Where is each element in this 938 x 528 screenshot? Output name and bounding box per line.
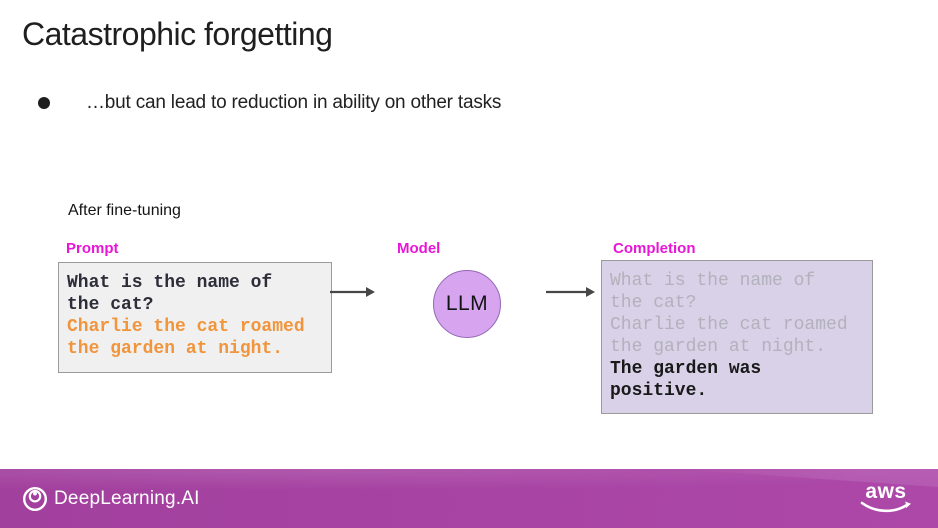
prompt-line: What is the name of	[67, 273, 273, 293]
prompt-line: Charlie the cat roamed	[67, 317, 305, 337]
page-title: Catastrophic forgetting	[22, 16, 333, 52]
llm-model-node: LLM	[433, 270, 501, 338]
footer-bar: DeepLearning.AI aws	[0, 469, 938, 528]
prompt-box: What is the name of the cat? Charlie the…	[58, 262, 332, 373]
aws-wordmark: aws	[865, 480, 907, 503]
completion-line: positive.	[610, 381, 708, 401]
model-column-label: Model	[397, 240, 441, 257]
completion-line: Charlie the cat roamed	[610, 315, 848, 335]
completion-line: the garden at night.	[610, 337, 827, 357]
completion-line: What is the name of	[610, 271, 816, 291]
prompt-column-label: Prompt	[66, 240, 119, 257]
stage-label: After fine-tuning	[68, 202, 181, 219]
aws-smile-icon	[860, 501, 911, 513]
deeplearning-rings-icon	[22, 486, 48, 511]
completion-line: the cat?	[610, 293, 697, 313]
deeplearning-ai-logo: DeepLearning.AI	[22, 486, 200, 512]
completion-column-label: Completion	[613, 240, 696, 257]
deeplearning-ai-wordmark: DeepLearning.AI	[54, 487, 200, 509]
bullet-text: …but can lead to reduction in ability on…	[86, 92, 502, 113]
bullet-dot	[38, 97, 50, 109]
completion-box: What is the name of the cat? Charlie the…	[601, 260, 873, 414]
bullet-item: …but can lead to reduction in ability on…	[38, 92, 501, 114]
completion-line: The garden was	[610, 359, 762, 379]
prompt-line: the garden at night.	[67, 339, 284, 359]
prompt-line: the cat?	[67, 295, 154, 315]
arrow-prompt-to-model-icon	[330, 287, 375, 297]
arrow-model-to-completion-icon	[546, 287, 595, 297]
aws-logo: aws	[860, 480, 912, 514]
